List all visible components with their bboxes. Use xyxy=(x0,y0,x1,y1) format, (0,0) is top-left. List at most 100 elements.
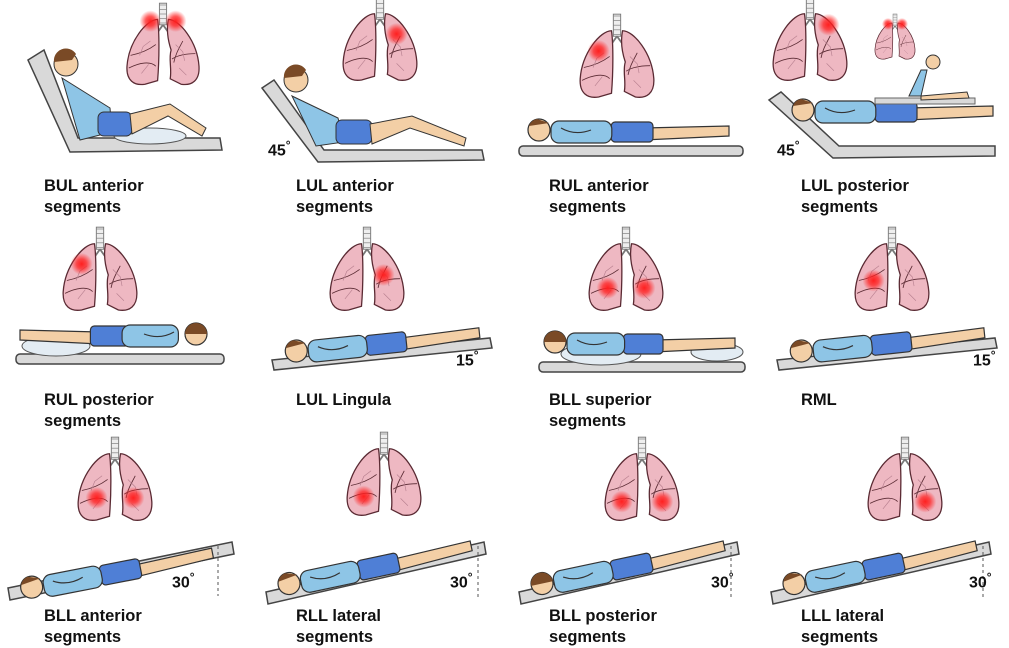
hotspot-marker xyxy=(165,10,187,32)
angle-label: 45° xyxy=(777,138,800,160)
caption-line1: BLL posterior xyxy=(549,606,657,627)
hotspot-marker xyxy=(122,487,144,509)
caption-line1: BLL superior xyxy=(549,390,651,411)
hotspot-marker xyxy=(140,10,162,32)
tilted-body xyxy=(781,534,979,598)
hotspot-marker xyxy=(597,277,619,299)
shorts xyxy=(99,558,143,585)
angle-value: 30 xyxy=(711,574,729,591)
trachea xyxy=(806,0,813,19)
left-lung xyxy=(385,14,417,81)
caption-line1: LUL anterior xyxy=(296,176,394,197)
degree-sign: ° xyxy=(190,570,195,584)
hotspot-marker xyxy=(896,18,908,30)
caption-line1: LUL Lingula xyxy=(296,390,391,411)
shorts xyxy=(336,120,372,144)
tilted-body xyxy=(529,534,727,598)
position-panel: BLL superiorsegments xyxy=(505,214,757,428)
position-caption: LUL Lingula xyxy=(296,390,391,411)
angle-value: 15 xyxy=(456,352,474,369)
left-lung xyxy=(105,244,137,311)
caption-line2: segments xyxy=(801,627,884,648)
angle-value: 30 xyxy=(450,574,468,591)
angle-value: 45 xyxy=(777,142,795,159)
lungs-icon xyxy=(605,437,679,520)
hair xyxy=(185,323,207,334)
hotspot-marker xyxy=(588,40,610,62)
hotspot-marker xyxy=(651,491,673,513)
trachea xyxy=(376,0,383,19)
shorts xyxy=(623,334,663,354)
patient-figure xyxy=(8,541,234,602)
tilted-body xyxy=(276,534,474,598)
bed xyxy=(519,146,743,156)
mini-torso xyxy=(909,70,927,96)
degree-sign: ° xyxy=(729,570,734,584)
caption-line2: segments xyxy=(549,411,651,432)
shorts xyxy=(356,553,400,581)
caption-line1: LUL posterior xyxy=(801,176,909,197)
left-lung xyxy=(897,244,929,311)
shorts xyxy=(365,332,407,356)
patient-figure xyxy=(519,119,743,156)
mini-legs xyxy=(921,92,969,100)
patient-figure xyxy=(519,534,739,604)
hotspot-marker xyxy=(863,269,885,291)
position-panel: 30°RLL lateralsegments xyxy=(252,430,504,644)
caption-line2: segments xyxy=(44,411,154,432)
angle-label: 30° xyxy=(450,570,473,592)
hotspot-marker xyxy=(817,14,839,36)
position-panel: RUL anteriorsegments xyxy=(505,0,757,214)
lungs-icon xyxy=(855,227,929,310)
angle-label: 15° xyxy=(973,348,996,370)
angle-value: 45 xyxy=(268,142,286,159)
position-caption: RML xyxy=(801,390,837,411)
position-caption: BLL superiorsegments xyxy=(549,390,651,432)
position-caption: BLL anteriorsegments xyxy=(44,606,142,648)
lungs-icon xyxy=(773,0,847,80)
caption-line1: RML xyxy=(801,390,837,411)
angle-label: 30° xyxy=(172,570,195,592)
lungs-icon xyxy=(343,0,417,80)
angle-value: 30 xyxy=(969,574,987,591)
hotspot-marker xyxy=(71,253,93,275)
position-caption: BLL posteriorsegments xyxy=(549,606,657,648)
shorts xyxy=(861,553,905,581)
caption-line1: BLL anterior xyxy=(44,606,142,627)
mini-head xyxy=(926,55,940,69)
angle-label: 15° xyxy=(456,348,479,370)
legs xyxy=(908,106,994,120)
shorts xyxy=(875,102,917,122)
degree-sign: ° xyxy=(991,348,996,362)
caption-line1: BUL anterior xyxy=(44,176,144,197)
angle-value: 15 xyxy=(973,352,991,369)
position-caption: BUL anteriorsegments xyxy=(44,176,144,218)
patient-figure xyxy=(777,321,997,370)
lungs-icon xyxy=(63,227,137,310)
shorts xyxy=(611,122,653,142)
hotspot-marker xyxy=(353,486,375,508)
shorts xyxy=(98,112,132,136)
angle-label: 45° xyxy=(268,138,291,160)
position-panel: 15° RML xyxy=(757,214,1009,428)
position-panel: 30°BLL posteriorsegments xyxy=(505,430,757,644)
position-illustration xyxy=(757,214,1009,428)
hotspot-marker xyxy=(386,23,408,45)
angle-value: 30 xyxy=(172,574,190,591)
shorts xyxy=(870,332,912,356)
patient-figure xyxy=(771,534,991,604)
position-panel: 15° LUL Lingula xyxy=(252,214,504,428)
degree-sign: ° xyxy=(474,348,479,362)
caption-line2: segments xyxy=(549,627,657,648)
position-caption: LUL posteriorsegments xyxy=(801,176,909,218)
caption-line1: RUL posterior xyxy=(44,390,154,411)
